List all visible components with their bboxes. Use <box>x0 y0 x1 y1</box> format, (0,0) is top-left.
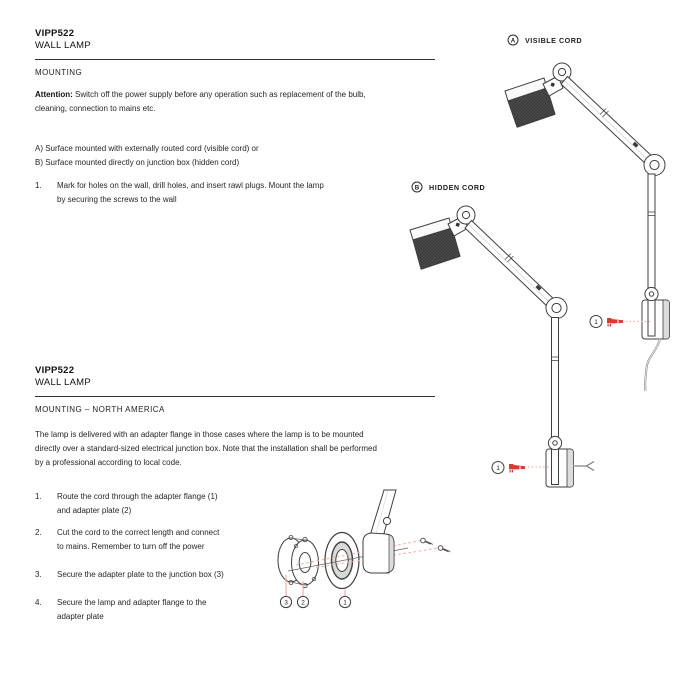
hidden-cord-label: HIDDEN CORD <box>429 183 485 192</box>
step-number: 1. <box>35 492 42 501</box>
badge-a-circle <box>507 34 519 46</box>
callout-number: 3 <box>284 599 288 606</box>
lamp-pole <box>647 173 656 337</box>
screw-icon <box>509 464 525 473</box>
figure-exploded-adapter <box>277 489 451 596</box>
step-2-1: 1. Route the cord through the adapter fl… <box>35 490 218 518</box>
screw-callout-hidden <box>509 464 549 473</box>
step-text-line: Cut the cord to the correct length and c… <box>57 528 220 537</box>
step-text-line: Route the cord through the adapter flang… <box>57 492 218 501</box>
step-text-line: to mains. Remember to turn off the power <box>57 542 205 551</box>
step-text-line: adapter plate <box>57 612 104 621</box>
callout-number: 1 <box>343 599 347 606</box>
callout-badges <box>279 315 603 609</box>
badge-b-circle <box>411 181 423 193</box>
mounting-options: A) Surface mounted with externally route… <box>35 142 259 170</box>
step-number: 3. <box>35 570 42 579</box>
attention-paragraph: Attention: Switch off the power supply b… <box>35 88 366 116</box>
callout-2-exploded <box>296 595 310 609</box>
label-hidden-cord: B HIDDEN CORD <box>411 181 485 193</box>
section-heading-2: MOUNTING – NORTH AMERICA <box>35 405 165 414</box>
lamp-pole <box>551 317 559 485</box>
intro-paragraph: The lamp is delivered with an adapter fl… <box>35 428 377 470</box>
step-number: 2. <box>35 528 42 537</box>
step-number: 4. <box>35 598 42 607</box>
attention-text-2: cleaning, connection to mains etc. <box>35 104 156 113</box>
attention-label: Attention: <box>35 90 73 99</box>
step-text-line: by securing the screws to the wall <box>57 195 177 204</box>
lamp-arm-stub <box>369 489 397 538</box>
callout-number: 2 <box>301 599 305 606</box>
screw-icon <box>607 318 623 327</box>
option-a: A) Surface mounted with externally route… <box>35 144 259 153</box>
step-1-1: 1. Mark for holes on the wall, drill hol… <box>35 179 324 207</box>
figure-visible-cord-lamp <box>504 62 670 392</box>
screw <box>420 537 433 545</box>
divider-2 <box>35 396 435 397</box>
model-heading-1: VIPP522 <box>35 28 75 39</box>
attention-text-1: Switch off the power supply before any o… <box>72 90 366 99</box>
label-visible-cord: A VISIBLE CORD <box>507 34 582 46</box>
callout-1-exploded <box>338 595 352 609</box>
callout-3-exploded <box>279 595 293 609</box>
product-name-1: WALL LAMP <box>35 40 91 51</box>
step-text-line: and adapter plate (2) <box>57 506 132 515</box>
product-name-2: WALL LAMP <box>35 377 91 388</box>
assembly-guide-line <box>295 540 422 566</box>
badge-a: A <box>511 37 516 44</box>
model-heading-2: VIPP522 <box>35 365 75 376</box>
callout-1-visible <box>589 315 603 328</box>
figure-hidden-cord-lamp <box>409 205 595 488</box>
step-2-3: 3. Secure the adapter plate to the junct… <box>35 568 224 582</box>
badge-b: B <box>415 184 420 191</box>
intro-line: directly over a standard-sized electrica… <box>35 444 377 453</box>
option-b: B) Surface mounted directly on junction … <box>35 158 240 167</box>
callout-1-hidden <box>491 461 505 474</box>
step-text-line: Secure the lamp and adapter flange to th… <box>57 598 207 607</box>
visible-cord-label: VISIBLE CORD <box>525 36 582 45</box>
callout-number: 1 <box>594 319 598 326</box>
callout-numbers: 1 1 3 2 1 <box>284 319 598 606</box>
step-2-4: 4. Secure the lamp and adapter flange to… <box>35 596 206 624</box>
screw <box>437 545 451 553</box>
step-text-line: Mark for holes on the wall, drill holes,… <box>57 181 324 190</box>
step-number: 1. <box>35 181 42 190</box>
callout-number: 1 <box>496 465 500 472</box>
callout-leader-line <box>285 575 346 596</box>
screw-callout-visible <box>607 318 651 327</box>
divider-1 <box>35 59 435 60</box>
step-2-2: 2. Cut the cord to the correct length an… <box>35 526 219 554</box>
step-text-line: Secure the adapter plate to the junction… <box>57 570 224 579</box>
intro-line: The lamp is delivered with an adapter fl… <box>35 430 364 439</box>
intro-line: by a professional according to local cod… <box>35 458 182 467</box>
section-heading-1: MOUNTING <box>35 68 83 77</box>
